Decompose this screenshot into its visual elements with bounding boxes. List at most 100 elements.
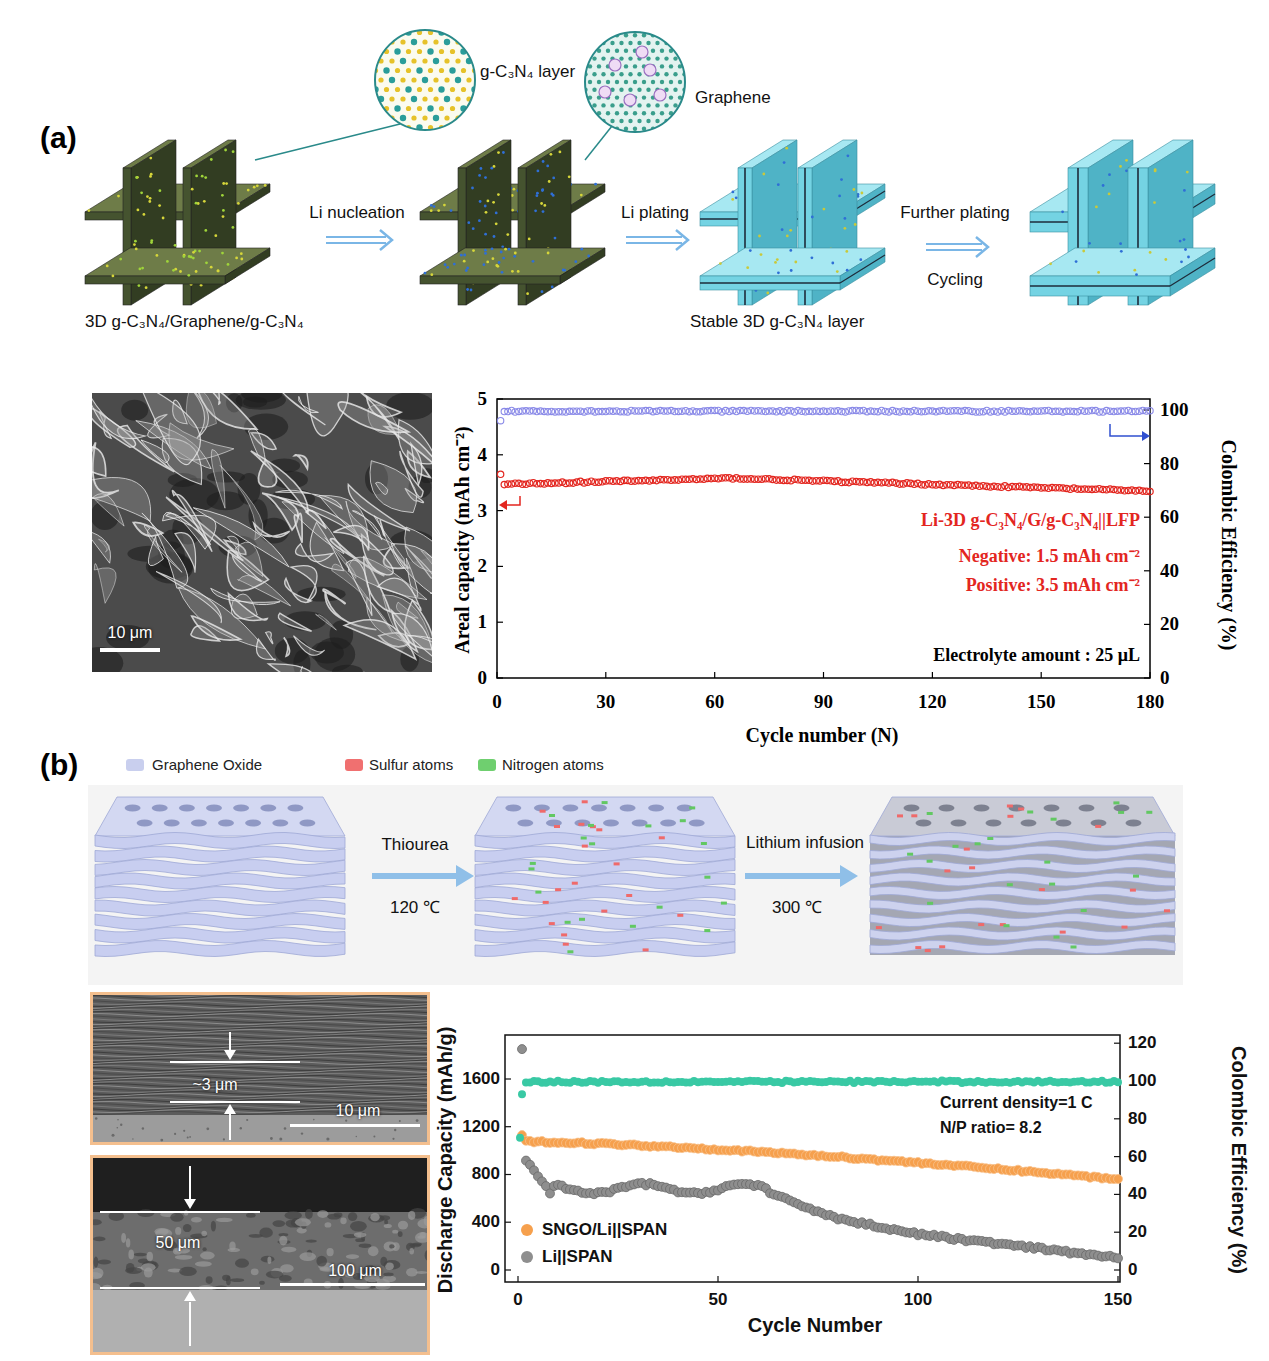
drawing-part	[259, 1228, 273, 1238]
drawing-part	[428, 87, 433, 92]
drawing-part	[385, 426, 432, 501]
drawing-part	[216, 1218, 233, 1222]
drawing-part	[90, 1115, 430, 1145]
drawing-part	[372, 29, 378, 35]
drawing-part	[137, 820, 153, 827]
drawing-part	[95, 1117, 98, 1120]
drawing-part	[831, 262, 834, 265]
drawing-part	[859, 258, 862, 261]
drawing-part	[655, 119, 659, 123]
drawing-part	[383, 1273, 393, 1277]
drawing-part	[172, 269, 175, 272]
drawing-part	[541, 188, 544, 191]
drawing-part	[687, 80, 691, 84]
drawing-part	[227, 263, 230, 266]
drawing-part	[356, 115, 361, 120]
drawing-part	[597, 80, 601, 84]
drawing-part	[514, 252, 517, 255]
drawing-part	[433, 96, 438, 101]
drawing-part	[384, 1224, 392, 1228]
drawing-part	[455, 20, 461, 26]
drawing-part	[619, 25, 623, 29]
drawing-part	[279, 1236, 287, 1246]
drawing-part	[646, 134, 650, 138]
drawing-part	[142, 1127, 144, 1129]
drawing-part	[497, 622, 503, 623]
drawing-part	[574, 56, 578, 60]
zoom-circle	[585, 32, 685, 132]
drawing-part	[325, 1222, 332, 1227]
drawing-part	[90, 1056, 430, 1059]
drawing-part	[359, 1243, 372, 1248]
drawing-part	[512, 897, 518, 900]
drawing-part	[1021, 820, 1037, 827]
sem-image	[92, 393, 432, 672]
drawing-part	[493, 48, 499, 54]
drawing-part	[588, 824, 594, 827]
drawing-part	[230, 1278, 244, 1282]
drawing-part	[1081, 909, 1087, 912]
drawing-part	[217, 270, 220, 273]
drawing-part	[583, 41, 587, 45]
drawing-part	[660, 64, 664, 68]
drawing-part	[570, 111, 574, 115]
drawing-part	[460, 254, 463, 257]
drawing-part	[204, 176, 207, 179]
drawing-part	[443, 204, 446, 207]
drawing-part	[916, 820, 932, 827]
drawing-part	[206, 805, 222, 812]
sem-image	[90, 992, 430, 1145]
drawing-part	[1071, 946, 1077, 949]
drawing-part	[505, 1222, 511, 1223]
drawing-part	[840, 255, 885, 283]
chart-a	[497, 399, 1153, 678]
drawing-part	[762, 173, 765, 176]
drawing-part	[350, 1221, 367, 1232]
drawing-part	[326, 1137, 329, 1140]
drawing-part	[488, 96, 493, 101]
drawing-part	[696, 64, 700, 68]
drawing-part	[844, 217, 847, 220]
drawing-part	[477, 96, 483, 102]
drawing-part	[1114, 1232, 1120, 1233]
drawing-part	[587, 255, 590, 258]
drawing-part	[637, 41, 641, 45]
drawing-part	[678, 33, 682, 37]
drawing-part	[529, 867, 535, 870]
drawing-part	[494, 30, 499, 35]
drawing-part	[340, 1217, 346, 1224]
drawing-part	[206, 1127, 209, 1130]
drawing-part	[444, 58, 449, 63]
drawing-part	[719, 262, 722, 265]
drawing-part	[932, 672, 933, 678]
drawing-part	[334, 1213, 343, 1218]
drawing-part	[294, 636, 325, 656]
drawing-part	[362, 125, 367, 130]
drawing-part	[766, 292, 769, 295]
drawing-part	[870, 927, 1175, 940]
drawing-part	[424, 272, 427, 275]
drawing-part	[518, 168, 526, 305]
drawing-part	[534, 209, 537, 212]
drawing-part	[646, 119, 650, 123]
drawing-part	[210, 266, 213, 269]
drawing-part	[395, 87, 400, 92]
axis-pointer	[499, 500, 507, 510]
drawing-part	[450, 106, 455, 111]
drawing-part	[90, 1090, 430, 1093]
drawing-part	[551, 286, 554, 289]
drawing-part	[628, 72, 632, 76]
drawing-part	[582, 845, 588, 848]
drawing-part	[453, 263, 456, 266]
drawing-part	[673, 41, 677, 45]
drawing-part	[1125, 159, 1128, 162]
drawing-part	[555, 888, 561, 891]
drawing-part	[455, 134, 461, 140]
drawing-part	[541, 189, 544, 192]
drawing-part	[444, 263, 447, 266]
drawing-part	[383, 1276, 397, 1283]
drawing-part	[90, 998, 430, 1001]
drawing-part	[682, 56, 686, 60]
drawing-part	[300, 666, 364, 672]
drawing-part	[1102, 184, 1105, 187]
